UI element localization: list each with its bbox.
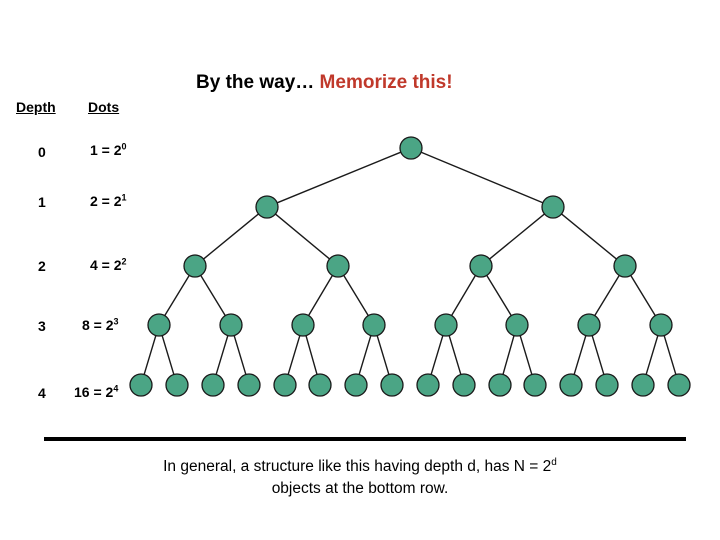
- tree-node-depth-3-4: [434, 313, 458, 337]
- tree-edge: [561, 213, 617, 260]
- caption-line-2: objects at the bottom row.: [271, 480, 449, 498]
- tree-edge: [164, 275, 190, 316]
- dots-value-2: 4 = 22: [90, 257, 127, 273]
- tree-node-depth-4-14: [631, 373, 655, 397]
- tree-node-depth-2-1: [326, 254, 350, 278]
- title-accent: Memorize this!: [319, 72, 453, 93]
- tree-edge: [200, 275, 226, 316]
- tree-nodes: [129, 136, 691, 397]
- depth-value-0: 0: [38, 144, 46, 160]
- tree-edge: [343, 275, 369, 316]
- tree-edge: [215, 335, 229, 375]
- title-prefix: By the way…: [196, 72, 320, 93]
- tree-node-depth-4-7: [380, 373, 404, 397]
- tree-edge: [203, 213, 259, 260]
- tree-edge: [502, 335, 515, 375]
- dots-exponent-0: 0: [121, 141, 127, 152]
- tree-node-depth-4-12: [559, 373, 583, 397]
- dots-base-1: 2 = 2: [90, 193, 122, 209]
- dots-value-0: 1 = 20: [90, 142, 127, 158]
- tree-node-depth-3-1: [219, 313, 243, 337]
- tree-edge: [358, 335, 372, 375]
- tree-edge: [305, 335, 318, 375]
- dots-exponent-4: 4: [113, 383, 119, 394]
- tree-edge: [663, 335, 677, 375]
- tree-edge: [645, 335, 659, 375]
- tree-node-depth-1-1: [541, 195, 565, 219]
- tree-node-depth-3-3: [362, 313, 386, 337]
- tree-node-depth-4-11: [523, 373, 547, 397]
- tree-node-depth-4-6: [344, 373, 368, 397]
- caption-text: In general, a structure like this having…: [60, 456, 660, 501]
- tree-node-depth-2-2: [469, 254, 493, 278]
- tree-node-depth-4-5: [308, 373, 332, 397]
- tree-edge: [308, 275, 333, 316]
- tree-node-depth-3-7: [649, 313, 673, 337]
- caption-line-1: In general, a structure like this having…: [163, 458, 552, 475]
- dots-value-4: 16 = 24: [74, 384, 118, 400]
- tree-edge: [451, 275, 476, 316]
- tree-edge: [161, 335, 175, 375]
- tree-edge: [448, 335, 462, 375]
- tree-node-depth-4-2: [201, 373, 225, 397]
- dots-base-3: 8 = 2: [82, 317, 114, 333]
- tree-edges: [143, 151, 677, 375]
- tree-edge: [143, 335, 157, 375]
- tree-node-depth-3-0: [147, 313, 171, 337]
- dots-exponent-3: 3: [113, 316, 119, 327]
- tree-node-depth-3-5: [505, 313, 529, 337]
- tree-node-depth-3-2: [291, 313, 315, 337]
- tree-node-depth-4-1: [165, 373, 189, 397]
- page-title: By the way… Memorize this!: [196, 72, 453, 94]
- tree-edge: [591, 335, 605, 375]
- tree-node-depth-4-0: [129, 373, 153, 397]
- tree-edge: [233, 335, 247, 375]
- tree-node-depth-4-8: [416, 373, 440, 397]
- tree-edge: [489, 213, 545, 260]
- dots-value-3: 8 = 23: [82, 317, 119, 333]
- caption-exponent: d: [551, 456, 557, 468]
- depth-value-3: 3: [38, 318, 46, 334]
- depth-value-4: 4: [38, 385, 46, 401]
- tree-edge: [420, 151, 544, 204]
- tree-node-depth-4-3: [237, 373, 261, 397]
- tree-node-depth-1-0: [255, 195, 279, 219]
- dots-exponent-2: 2: [121, 256, 127, 267]
- column-header-depth: Depth: [16, 99, 56, 115]
- dots-value-1: 2 = 21: [90, 193, 127, 209]
- dots-base-4: 16 = 2: [74, 384, 114, 400]
- tree-node-depth-4-4: [273, 373, 297, 397]
- tree-node-depth-4-13: [595, 373, 619, 397]
- dots-exponent-1: 1: [121, 192, 127, 203]
- tree-node-depth-2-0: [183, 254, 207, 278]
- tree-edge: [594, 275, 620, 316]
- tree-edge: [276, 151, 402, 204]
- tree-node-depth-3-6: [577, 313, 601, 337]
- tree-node-depth-2-3: [613, 254, 637, 278]
- tree-node-depth-0-0: [399, 136, 423, 160]
- horizontal-rule: [44, 437, 686, 441]
- tree-edge: [630, 275, 656, 316]
- tree-node-depth-4-9: [452, 373, 476, 397]
- tree-edge: [486, 275, 512, 316]
- tree-edge: [287, 335, 301, 375]
- tree-edge: [430, 335, 444, 375]
- depth-value-2: 2: [38, 258, 46, 274]
- tree-edge: [573, 335, 587, 375]
- depth-value-1: 1: [38, 194, 46, 210]
- dots-base-2: 4 = 2: [90, 257, 122, 273]
- tree-node-depth-4-10: [488, 373, 512, 397]
- tree-node-depth-4-15: [667, 373, 691, 397]
- dots-base-0: 1 = 2: [90, 142, 122, 158]
- tree-edge: [275, 213, 330, 260]
- tree-edge: [519, 335, 533, 375]
- column-header-dots: Dots: [88, 99, 120, 115]
- tree-edge: [376, 335, 390, 375]
